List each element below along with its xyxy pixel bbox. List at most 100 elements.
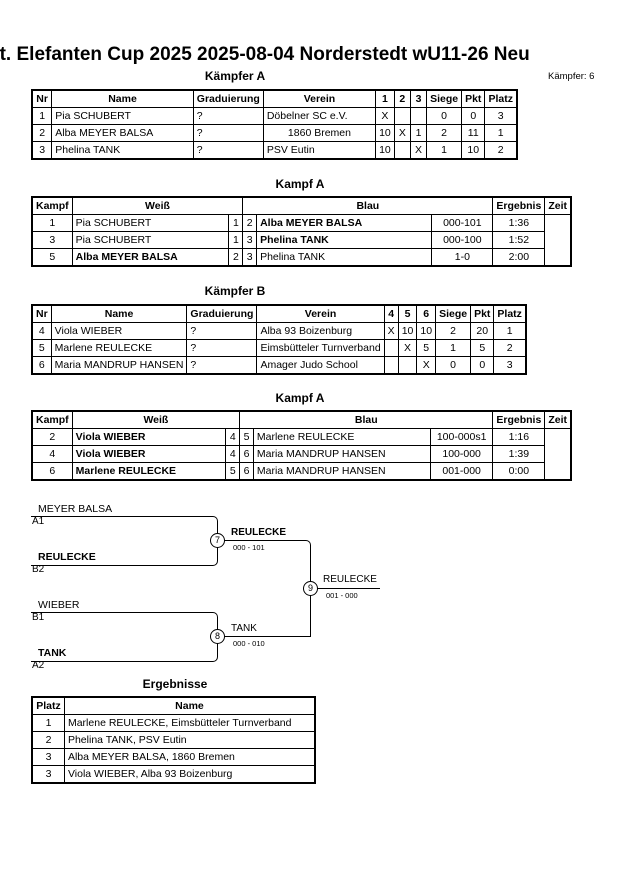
fighter-count: Kämpfer: 6 bbox=[548, 71, 595, 82]
table-cell: 0 bbox=[470, 356, 495, 375]
bracket-semi1-number: 7 bbox=[210, 533, 225, 548]
table-cell: Viola WIEBER bbox=[50, 322, 188, 340]
table-cell: 3 bbox=[484, 107, 518, 125]
bracket-semi1-top-seed: A1 bbox=[32, 516, 45, 527]
place-number: 2 bbox=[31, 731, 65, 749]
fight-result: 100-000s1 bbox=[429, 428, 494, 446]
table-cell: Marlene REULECKE bbox=[50, 339, 188, 357]
column-header: Graduierung bbox=[192, 89, 264, 108]
fight-result: 1-0 bbox=[431, 248, 494, 267]
bracket-semi2-bottom-seed: A2 bbox=[32, 660, 45, 671]
column-header: Weiß bbox=[71, 196, 244, 215]
column-header: 5 bbox=[397, 304, 418, 323]
blue-fighter: Maria MANDRUP HANSEN bbox=[252, 445, 431, 463]
fight-time: 1:16 bbox=[492, 428, 546, 446]
bracket-final-winner: REULECKE bbox=[323, 574, 377, 585]
fight-time: 1:52 bbox=[492, 231, 546, 249]
bracket-semi2-top-seed: B1 bbox=[32, 612, 45, 623]
column-header: 6 bbox=[416, 304, 437, 323]
place-name: Marlene REULECKE, Eimsbütteler Turnverba… bbox=[63, 714, 316, 732]
bracket-semi1-score: 000 - 101 bbox=[233, 543, 265, 552]
table-cell: Pia SCHUBERT bbox=[51, 107, 194, 125]
pool-b-heading: Kämpfer B bbox=[204, 284, 266, 298]
white-number: 1 bbox=[228, 214, 244, 232]
table-cell bbox=[393, 141, 411, 160]
fights-b-heading: Kampf A bbox=[275, 391, 325, 405]
table-cell: Alba 93 Boizenburg bbox=[256, 322, 385, 340]
bracket-final-line bbox=[310, 588, 380, 589]
column-header: 3 bbox=[409, 89, 428, 108]
table-cell: X bbox=[397, 339, 418, 357]
table-cell: 6 bbox=[31, 356, 52, 375]
column-header: Nr bbox=[31, 89, 53, 108]
white-fighter: Viola WIEBER bbox=[71, 445, 227, 463]
table-cell: 1 bbox=[493, 322, 527, 340]
fight-time: 1:39 bbox=[492, 445, 546, 463]
column-header: Ergebnis bbox=[492, 196, 546, 215]
table-cell: 5 bbox=[31, 339, 52, 357]
bracket-semi1-bottom-seed: B2 bbox=[32, 564, 45, 575]
column-header: Platz bbox=[484, 89, 518, 108]
table-cell: 0 bbox=[435, 356, 472, 375]
column-header: Zeit bbox=[544, 196, 572, 215]
column-header: Graduierung bbox=[186, 304, 258, 323]
column-header: Ergebnis bbox=[492, 410, 546, 429]
table-cell: X bbox=[393, 124, 411, 142]
table-cell: 2 bbox=[493, 339, 527, 357]
place-name: Phelina TANK, PSV Eutin bbox=[63, 731, 316, 749]
table-cell: ? bbox=[192, 141, 264, 160]
table-cell: 10 bbox=[461, 141, 486, 160]
column-header: 1 bbox=[375, 89, 395, 108]
table-cell: ? bbox=[186, 322, 258, 340]
place-name: Viola WIEBER, Alba 93 Boizenburg bbox=[63, 765, 316, 784]
column-header: Pkt bbox=[470, 304, 495, 323]
column-header: Blau bbox=[239, 410, 494, 429]
bracket-semi2-top-name: WIEBER bbox=[38, 599, 80, 611]
table-cell: X bbox=[375, 107, 395, 125]
blue-fighter: Marlene REULECKE bbox=[252, 428, 431, 446]
table-cell: Eimsbütteler Turnverband bbox=[256, 339, 385, 357]
table-cell: 10 bbox=[416, 322, 437, 340]
table-cell: 10 bbox=[397, 322, 418, 340]
table-cell: Phelina TANK bbox=[51, 141, 194, 160]
table-cell: X bbox=[383, 322, 399, 340]
white-fighter: Viola WIEBER bbox=[71, 428, 227, 446]
pool-a-heading: Kämpfer A bbox=[204, 69, 266, 83]
fights-a-heading: Kampf A bbox=[275, 177, 325, 191]
column-header: Pkt bbox=[461, 89, 486, 108]
table-cell: 3 bbox=[493, 356, 527, 375]
table-cell: PSV Eutin bbox=[262, 141, 377, 160]
table-cell bbox=[397, 356, 418, 375]
white-fighter: Pia SCHUBERT bbox=[71, 214, 230, 232]
page-title: nt. Elefanten Cup 2025 2025-08-04 Norder… bbox=[0, 44, 530, 65]
table-cell: 11 bbox=[461, 124, 486, 142]
place-number: 3 bbox=[31, 765, 65, 784]
bracket-semi1-bottom-name: REULECKE bbox=[38, 551, 96, 563]
place-number: 3 bbox=[31, 748, 65, 766]
table-cell: 1 bbox=[426, 141, 463, 160]
white-number: 2 bbox=[228, 248, 244, 267]
table-cell: 1860 Bremen bbox=[262, 124, 377, 142]
table-cell: 2 bbox=[31, 124, 53, 142]
fight-result: 100-000 bbox=[429, 445, 494, 463]
table-cell: 20 bbox=[470, 322, 495, 340]
table-cell: 2 bbox=[426, 124, 463, 142]
table-cell: 5 bbox=[416, 339, 437, 357]
column-header: Siege bbox=[426, 89, 463, 108]
table-cell bbox=[383, 339, 399, 357]
blue-fighter: Phelina TANK bbox=[256, 231, 433, 249]
